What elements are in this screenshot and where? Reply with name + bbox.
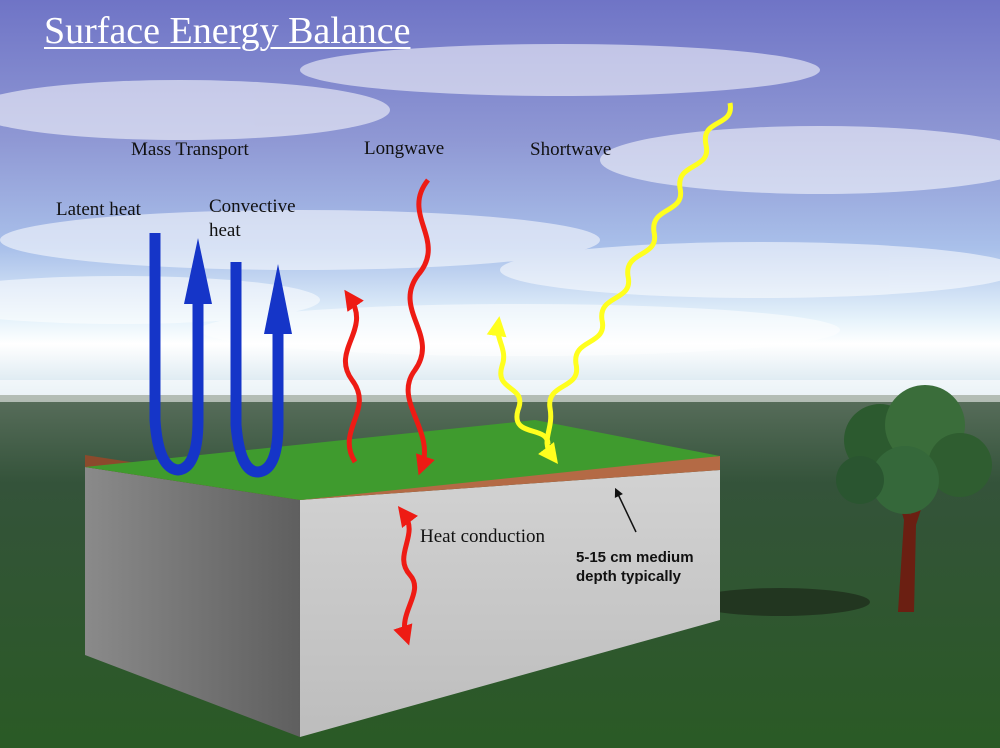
shortwave-reflected-arrow	[486, 316, 551, 445]
convective-heat-label: Convective heat	[209, 196, 296, 241]
heat-conduction-label: Heat conduction	[420, 526, 546, 547]
tree-icon	[836, 385, 992, 612]
convective-heat-arrow	[230, 262, 292, 478]
heat-conduction-arrow	[393, 506, 419, 646]
shortwave-label: Shortwave	[530, 139, 612, 160]
shortwave-incoming-arrow	[538, 102, 733, 465]
depth-pointer	[614, 487, 637, 533]
latent-heat-arrow	[149, 233, 212, 476]
tree-shadow	[690, 588, 870, 616]
block-left-face	[85, 467, 300, 737]
longwave-label: Longwave	[364, 138, 445, 159]
depth-note-label: 5-15 cm medium depth typically	[576, 549, 694, 585]
longwave-down-arrow	[405, 178, 435, 476]
mass-transport-label: Mass Transport	[131, 139, 249, 160]
latent-heat-label: Latent heat	[56, 199, 141, 220]
page-title: Surface Energy Balance	[44, 10, 411, 52]
grass-top	[85, 420, 720, 500]
longwave-up-arrow	[343, 289, 364, 464]
